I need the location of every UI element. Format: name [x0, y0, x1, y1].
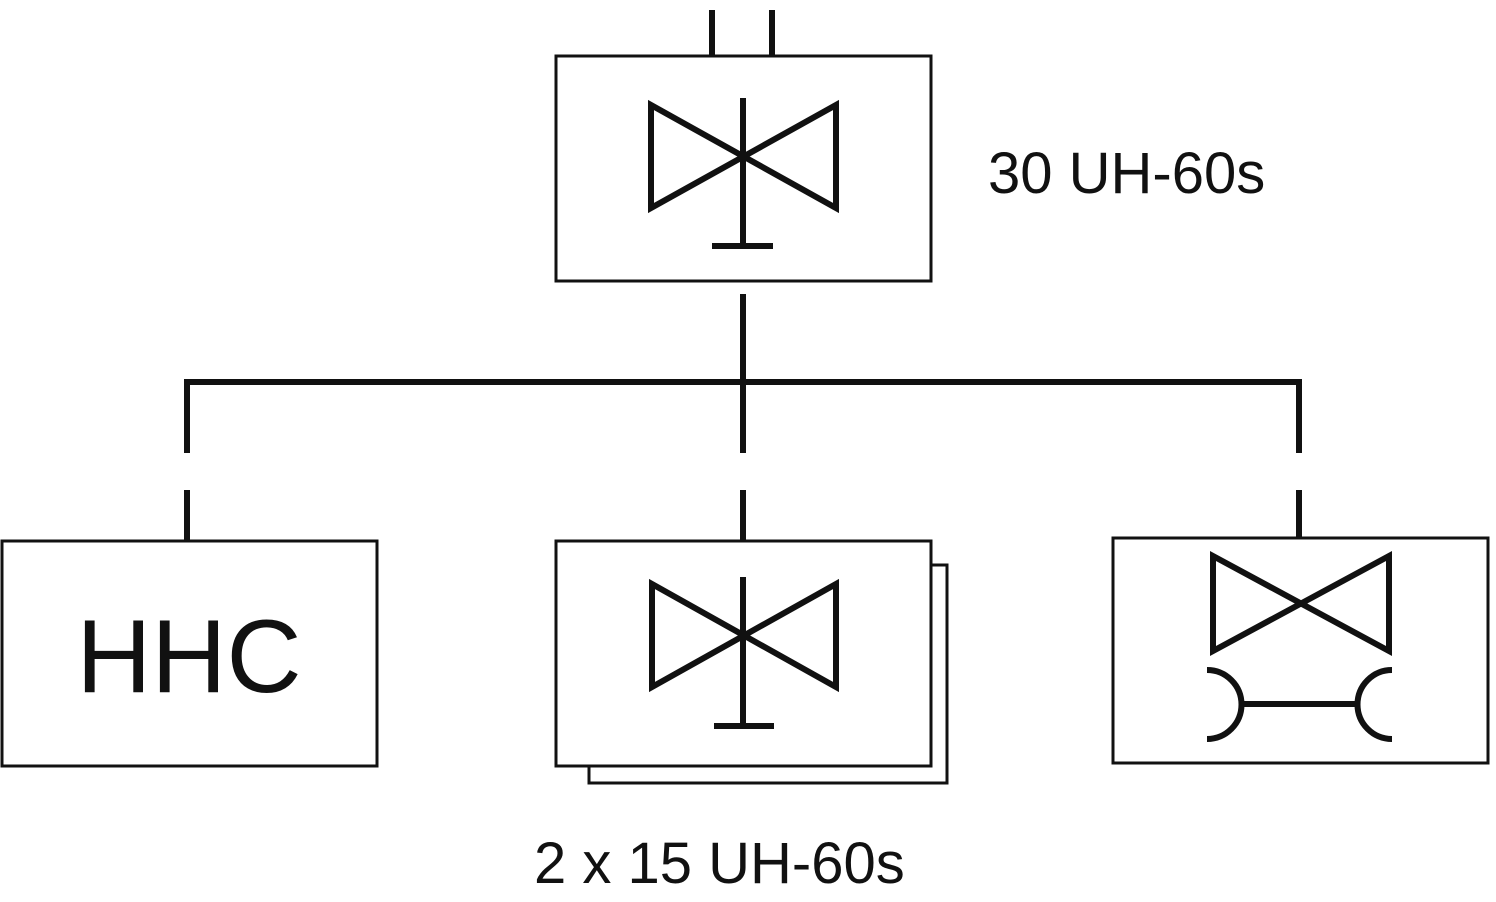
hhc-unit[interactable]: HHC [0, 539, 379, 768]
company-caption: 2 x 15 UH-60s [534, 831, 905, 896]
connector-lines [184, 294, 1302, 540]
battalion-caption: 30 UH-60s [988, 141, 1265, 206]
aviation-helicopter-icon [649, 577, 839, 729]
aviation-helicopter-icon [648, 98, 839, 249]
aviation-maintenance-icon [1206, 550, 1393, 742]
hhc-label: HHC [76, 599, 301, 715]
battalion-unit[interactable] [554, 54, 933, 283]
maintenance-unit[interactable] [1111, 536, 1490, 765]
company-unit[interactable] [554, 539, 949, 785]
echelon-marker [709, 10, 775, 56]
